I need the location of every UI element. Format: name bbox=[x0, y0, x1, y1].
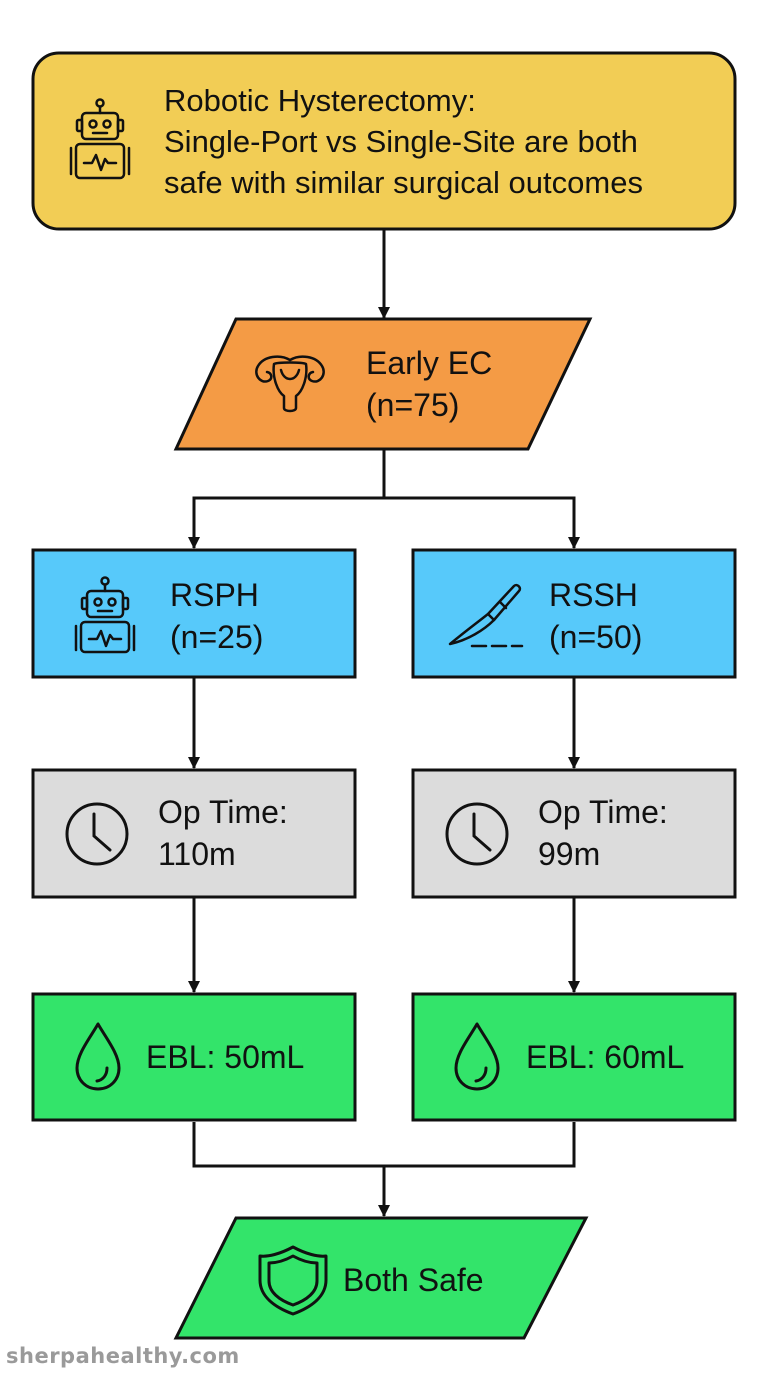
drop-icon bbox=[75, 1022, 121, 1091]
rsph-text: RSPH (n=25) bbox=[170, 574, 263, 658]
population-box bbox=[173, 317, 593, 451]
drop-icon bbox=[454, 1022, 500, 1091]
shield-icon bbox=[258, 1245, 328, 1316]
rssh-ebl-value: EBL: 60mL bbox=[526, 1039, 685, 1075]
rssh-box bbox=[411, 548, 737, 679]
clock-icon bbox=[445, 802, 509, 866]
rsph-optime-text: Op Time: 110m bbox=[158, 791, 288, 875]
connectors bbox=[188, 230, 580, 1217]
title-text: Robotic Hysterectomy: Single-Port vs Sin… bbox=[164, 80, 643, 203]
line-ebl-merge bbox=[192, 1122, 576, 1168]
rsph-optime-value: 110m bbox=[158, 836, 236, 872]
robot-icon bbox=[69, 98, 131, 180]
rsph-count: (n=25) bbox=[170, 619, 264, 655]
rssh-label: RSSH bbox=[549, 577, 638, 613]
population-count: (n=75) bbox=[366, 387, 460, 423]
watermark: sherpahealthy.com bbox=[6, 1344, 240, 1368]
rsph-optime-label: Op Time: bbox=[158, 794, 288, 830]
line-population-split-right bbox=[384, 496, 580, 549]
rsph-ebl-text: EBL: 50mL bbox=[146, 1036, 304, 1078]
scalpel-icon bbox=[448, 583, 524, 648]
title-line-3: safe with similar surgical outcomes bbox=[164, 165, 643, 200]
rssh-optime-value: 99m bbox=[538, 836, 601, 872]
uterus-icon bbox=[255, 355, 325, 413]
title-line-1: Robotic Hysterectomy: bbox=[164, 83, 476, 118]
robot-icon bbox=[74, 576, 136, 654]
conclusion-text: Both Safe bbox=[343, 1259, 484, 1301]
population-text: Early EC (n=75) bbox=[366, 342, 492, 426]
title-box bbox=[31, 51, 737, 231]
rssh-count: (n=50) bbox=[549, 619, 643, 655]
rsph-ebl-box bbox=[31, 992, 357, 1122]
rssh-optime-text: Op Time: 99m bbox=[538, 791, 668, 875]
line-population-split bbox=[188, 450, 386, 549]
rssh-optime-label: Op Time: bbox=[538, 794, 668, 830]
rssh-optime-box bbox=[411, 768, 737, 899]
population-label: Early EC bbox=[366, 345, 493, 381]
rsph-label: RSPH bbox=[170, 577, 259, 613]
clock-icon bbox=[65, 802, 129, 866]
title-line-2: Single-Port vs Single-Site are both bbox=[164, 124, 638, 159]
rssh-text: RSSH (n=50) bbox=[549, 574, 642, 658]
rsph-ebl-value: EBL: 50mL bbox=[146, 1039, 305, 1075]
rsph-optime-box bbox=[31, 768, 357, 899]
rssh-ebl-box bbox=[411, 992, 737, 1122]
conclusion-label: Both Safe bbox=[343, 1262, 484, 1298]
rssh-ebl-text: EBL: 60mL bbox=[526, 1036, 684, 1078]
